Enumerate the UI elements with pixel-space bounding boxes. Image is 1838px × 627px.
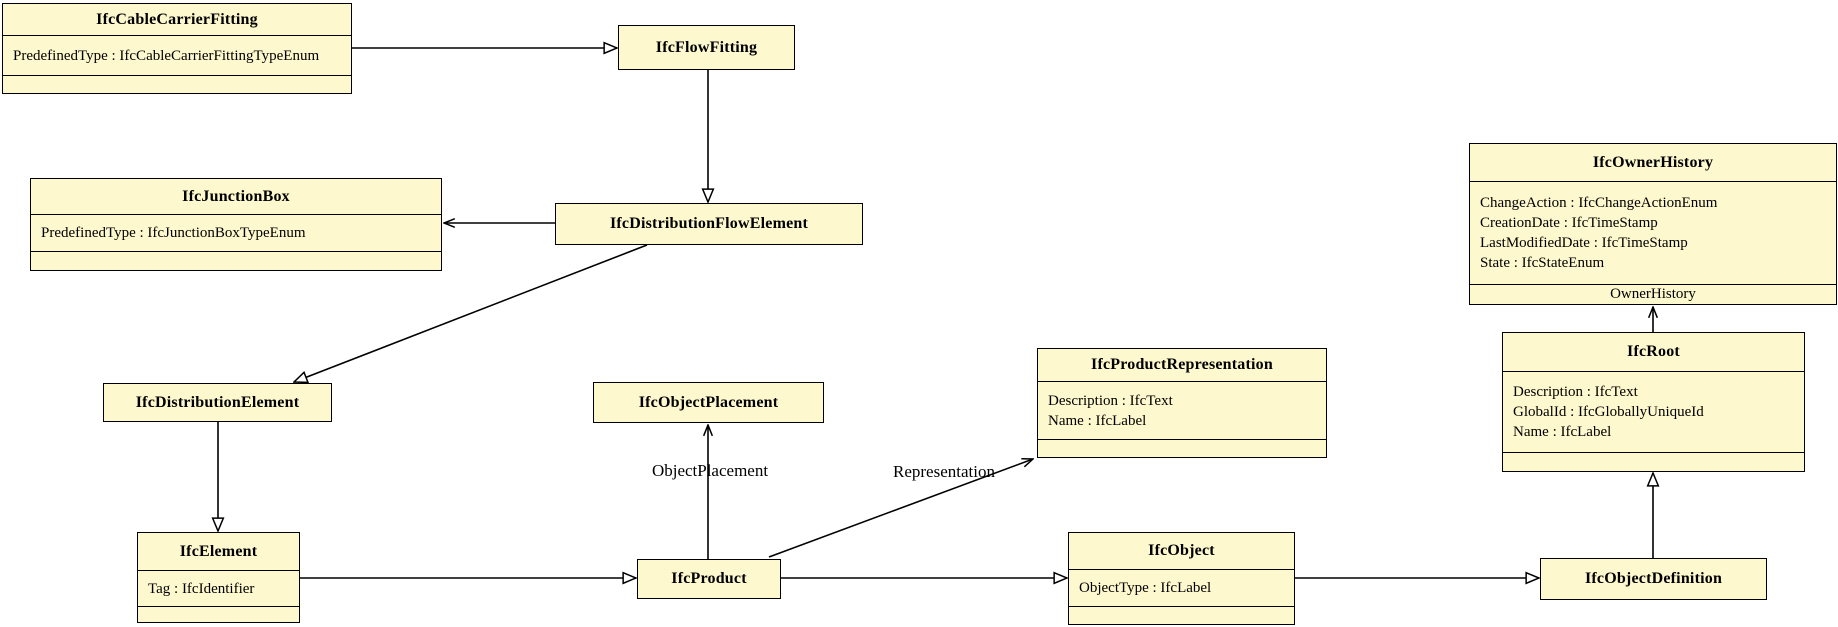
- empty-compartment: [1069, 606, 1294, 624]
- class-attribute: GlobalId : IfcGloballyUniqueId: [1513, 404, 1704, 420]
- class-attribute: CreationDate : IfcTimeStamp: [1480, 215, 1658, 231]
- class-title: IfcObjectPlacement: [638, 393, 779, 411]
- class-attribute: ObjectType : IfcLabel: [1079, 580, 1212, 596]
- class-box-ifcobject: IfcObject ObjectType : IfcLabel: [1068, 532, 1295, 625]
- class-attribute: PredefinedType : IfcCableCarrierFittingT…: [13, 47, 320, 64]
- class-attribute: Description : IfcText: [1513, 384, 1638, 400]
- class-attributes: ChangeAction : IfcChangeActionEnum Creat…: [1470, 181, 1836, 284]
- class-attribute: Description : IfcText: [1048, 392, 1173, 409]
- class-title: IfcElement: [179, 542, 258, 560]
- class-title: IfcJunctionBox: [182, 187, 290, 205]
- class-title: IfcDistributionFlowElement: [609, 215, 809, 232]
- class-title: IfcDistributionElement: [135, 393, 300, 411]
- class-box-ifcflowfitting: IfcFlowFitting: [618, 25, 795, 70]
- class-box-ifcelement: IfcElement Tag : IfcIdentifier: [137, 532, 300, 623]
- edge-association-product-productrepresentation: [768, 459, 1033, 558]
- edge-inheritance-distributionflowelement-distributionelement: [294, 244, 648, 382]
- class-attribute: Tag : IfcIdentifier: [148, 580, 255, 597]
- class-box-ifcobjectdefinition: IfcObjectDefinition: [1540, 558, 1767, 600]
- class-attribute: LastModifiedDate : IfcTimeStamp: [1480, 235, 1688, 251]
- class-attributes: Description : IfcText GlobalId : IfcGlob…: [1503, 371, 1804, 452]
- class-box-ifcproduct: IfcProduct: [637, 559, 781, 599]
- edge-label-representation: Representation: [893, 462, 995, 481]
- class-attribute: State : IfcStateEnum: [1480, 255, 1605, 271]
- class-box-ifcownerhistory: IfcOwnerHistory ChangeAction : IfcChange…: [1469, 143, 1837, 305]
- empty-compartment: [1038, 439, 1326, 457]
- empty-compartment: [31, 251, 441, 270]
- class-attribute: ChangeAction : IfcChangeActionEnum: [1480, 195, 1718, 211]
- empty-compartment: [1503, 452, 1804, 471]
- class-box-ifcproductrepresentation: IfcProductRepresentation Description : I…: [1037, 348, 1327, 458]
- association-role-ownerhistory: OwnerHistory: [1470, 284, 1836, 304]
- class-attributes: Tag : IfcIdentifier: [138, 570, 299, 606]
- class-box-ifcroot: IfcRoot Description : IfcText GlobalId :…: [1502, 332, 1805, 472]
- class-attributes: PredefinedType : IfcJunctionBoxTypeEnum: [31, 214, 441, 251]
- class-title: IfcFlowFitting: [655, 38, 758, 56]
- class-box-ifccablecarrierfitting: IfcCableCarrierFitting PredefinedType : …: [2, 3, 352, 94]
- edge-label-objectplacement: ObjectPlacement: [651, 461, 769, 480]
- class-title: IfcObject: [1148, 542, 1215, 559]
- class-title: IfcProductRepresentation: [1091, 356, 1273, 373]
- class-title: IfcRoot: [1627, 343, 1680, 360]
- class-title: IfcObjectDefinition: [1584, 570, 1723, 587]
- class-attributes: PredefinedType : IfcCableCarrierFittingT…: [3, 35, 351, 75]
- class-attribute: Name : IfcLabel: [1048, 412, 1147, 429]
- class-title: IfcOwnerHistory: [1592, 153, 1714, 171]
- class-attribute: PredefinedType : IfcJunctionBoxTypeEnum: [41, 225, 306, 241]
- empty-compartment: [3, 75, 351, 93]
- class-box-ifcjunctionbox: IfcJunctionBox PredefinedType : IfcJunct…: [30, 178, 442, 271]
- class-box-ifcobjectplacement: IfcObjectPlacement: [593, 382, 824, 423]
- class-box-ifcdistributionelement: IfcDistributionElement: [103, 383, 332, 422]
- class-attribute: Name : IfcLabel: [1513, 424, 1612, 440]
- empty-compartment: [138, 606, 299, 622]
- class-title: IfcProduct: [671, 570, 747, 587]
- class-attributes: ObjectType : IfcLabel: [1069, 569, 1294, 606]
- class-box-ifcdistributionflowelement: IfcDistributionFlowElement: [555, 203, 863, 245]
- class-title: IfcCableCarrierFitting: [96, 10, 258, 28]
- class-attributes: Description : IfcText Name : IfcLabel: [1038, 381, 1326, 439]
